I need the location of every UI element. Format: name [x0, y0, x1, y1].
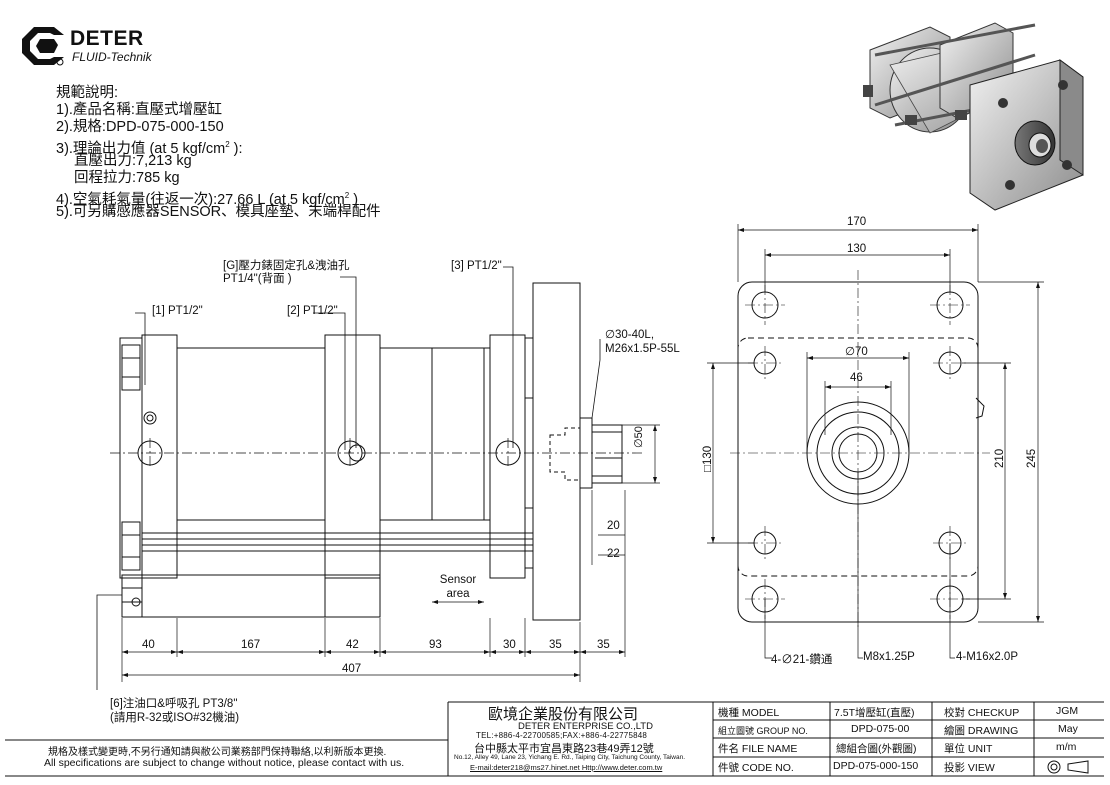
deter-logo-icon [22, 27, 64, 66]
code-value: DPD-075-000-150 [833, 760, 919, 772]
callout-oil-port: [6]注油口&呼吸孔 PT3/8" (請用R-32或ISO#32機油) [110, 698, 240, 724]
company-tel: TEL:+886-4-22700585;FAX:+886-4-22775848 [476, 731, 648, 740]
file-value: 總組合圖(外觀圖) [836, 743, 917, 755]
model-value: 7.5T增壓缸(直壓) [834, 707, 915, 719]
footer-note-en: All specifications are subject to change… [44, 757, 405, 769]
superscript: 2 [225, 140, 230, 149]
spec-line-5: 5).可另購感應器SENSOR、模具座墊、末端桿配件 [56, 204, 381, 220]
dim-30: 30 [503, 639, 516, 651]
dim-dia-70: ∅70 [845, 346, 868, 358]
code-label: 件號 CODE NO. [718, 762, 794, 774]
spec-line-3: 3).理論出力值 (at 5 kgf/cm2 ): [56, 140, 243, 157]
dim-42: 42 [346, 639, 359, 651]
dim-40: 40 [142, 639, 155, 651]
model-label: 機種 MODEL [718, 707, 780, 719]
isometric-render [863, 22, 1084, 211]
unit-value: m/m [1056, 741, 1077, 753]
file-label: 件名 FILE NAME [718, 743, 798, 755]
note-through-holes: 4-∅21-鑽通 [771, 654, 833, 666]
company-address-cn: 台中縣太平市宜昌東路23巷49弄12號 [474, 743, 654, 755]
dim-width-46: 46 [850, 372, 863, 384]
dim-20: 20 [607, 520, 620, 532]
spec-notes: 規範說明: 1).產品名稱:直壓式增壓缸 2).規格:DPD-075-000-1… [56, 85, 476, 230]
callout-gauge-port: [G]壓力錶固定孔&洩油孔 PT1/4"(背面 ) [223, 260, 350, 285]
spec-line-4: 4).空氣耗氣量(往返一次):27.66 L (at 5 kgf/cm2 ) [56, 191, 359, 208]
group-value: DPD-075-00 [851, 723, 910, 735]
dim-square-130: □130 [702, 445, 714, 472]
third-angle-projection-icon [1047, 760, 1089, 774]
note-m8-thread: M8x1.25P [863, 651, 915, 663]
dim-height-245: 245 [1026, 448, 1038, 468]
group-label: 組立圖號 GROUP NO. [718, 726, 808, 736]
callout-port-2: [2] PT1/2" [287, 305, 338, 317]
note-m16-thread: 4-M16x2.0P [956, 651, 1019, 663]
superscript: 2 [344, 191, 350, 200]
company-address-en: No.12, Alley 49, Lane 23, Yichang E. Rd.… [454, 754, 686, 761]
dim-dia-50: ∅50 [633, 426, 645, 448]
spec-line-3a: 直壓出力:7,213 kg [74, 153, 192, 169]
company-name-cn: 歐境企業股份有限公司 [488, 705, 639, 723]
unit-label: 單位 UNIT [944, 743, 993, 755]
company-logo: DETER FLUID-Technik [20, 25, 170, 67]
dim-height-210: 210 [994, 448, 1006, 468]
spec-line-2: 2).規格:DPD-075-000-150 [56, 119, 224, 135]
spec-line-3b: 回程拉力:785 kg [74, 170, 180, 186]
spec-heading: 規範說明: [56, 85, 119, 101]
draw-label: 繪圖 DRAWING [944, 725, 1019, 737]
check-label: 校對 CHECKUP [944, 707, 1020, 719]
side-view-drawing [96, 266, 660, 690]
dim-22: 22 [607, 548, 620, 560]
check-value: JGM [1056, 705, 1079, 717]
dim-407: 407 [342, 663, 362, 675]
dim-width-170: 170 [847, 216, 867, 228]
callout-port-3: [3] PT1/2" [451, 260, 502, 272]
logo-subtitle: FLUID-Technik [72, 50, 152, 64]
dim-93: 93 [429, 639, 442, 651]
view-label: 投影 VIEW [944, 762, 995, 774]
dim-167: 167 [241, 639, 261, 651]
company-name-en: DETER ENTERPRISE CO.,LTD [518, 721, 653, 732]
front-view-drawing [707, 224, 1044, 659]
dim-width-130: 130 [847, 243, 867, 255]
dim-35b: 35 [597, 639, 610, 651]
sensor-area-label: Sensor area [439, 574, 477, 600]
company-web: E-mail:deter218@ms27.hinet.net Http://ww… [470, 763, 663, 772]
callout-port-1: [1] PT1/2" [152, 305, 203, 317]
logo-brand: DETER [70, 27, 144, 50]
spec-line-1: 1).產品名稱:直壓式增壓缸 [56, 102, 222, 118]
footer-note-cn: 規格及樣式變更時,不另行通知請與敝公司業務部門保持聯絡,以利新版本更換. [48, 747, 387, 758]
callout-rod-end: ∅30-40L, M26x1.5P-55L [605, 329, 680, 355]
draw-value: May [1058, 723, 1078, 735]
dim-35a: 35 [549, 639, 562, 651]
